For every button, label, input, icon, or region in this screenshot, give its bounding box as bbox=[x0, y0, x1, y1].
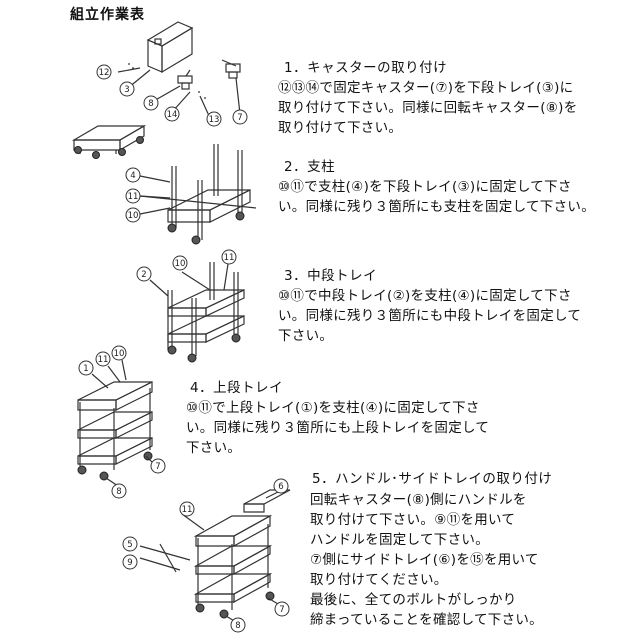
callout-7: 7 bbox=[279, 605, 284, 615]
callout-6: 6 bbox=[278, 482, 283, 492]
callout-8: 8 bbox=[116, 487, 121, 497]
callout-8: 8 bbox=[235, 621, 240, 631]
step-1-heading: 1．キャスターの取り付け bbox=[284, 60, 448, 76]
step-5-heading: 5．ハンドル･サイドトレイの取り付け bbox=[312, 471, 553, 487]
callout-10: 10 bbox=[175, 259, 186, 269]
step-3-heading: 3．中段トレイ bbox=[284, 268, 378, 284]
callout-9: 9 bbox=[127, 558, 132, 568]
callout-10: 10 bbox=[128, 211, 139, 221]
step-3-illustration: 2 10 11 bbox=[136, 249, 245, 363]
callout-8: 8 bbox=[148, 99, 153, 109]
callout-7: 7 bbox=[155, 462, 160, 472]
page-title: 組立作業表 bbox=[70, 7, 145, 23]
step-2-body: ⑩⑪で支柱(④)を下段トレイ(③)に固定して下さ い。同様に残り３箇所にも支柱を… bbox=[278, 179, 595, 215]
step-2-heading: 2．支柱 bbox=[284, 159, 336, 175]
step-4-body: ⑩⑪で上段トレイ(①)を支柱(④)に固定して下さ い。同様に残り３箇所にも上段ト… bbox=[186, 400, 490, 456]
callout-11: 11 bbox=[128, 192, 139, 202]
callout-7: 7 bbox=[237, 113, 242, 123]
step-5-body: 回転キャスター(⑧)側にハンドルを 取り付けて下さい。⑨⑪を用いて ハンドルを固… bbox=[310, 492, 543, 628]
step-4-illustration: 1 11 10 7 8 bbox=[77, 345, 166, 499]
step-3-body: ⑩⑪で中段トレイ(②)を支柱(④)に固定して下さ い。同様に残り３箇所にも中段ト… bbox=[278, 288, 582, 344]
step-5-illustration: 6 11 5 9 7 8 bbox=[122, 478, 291, 633]
callout-11: 11 bbox=[182, 505, 193, 515]
step-1-body: ⑫⑬⑭で固定キャスター(⑦)を下段トレイ(③)に 取り付けて下さい。同様に回転キ… bbox=[278, 80, 578, 136]
callout-11: 11 bbox=[98, 355, 109, 365]
callout-11: 11 bbox=[224, 253, 235, 263]
step-4-heading: 4．上段トレイ bbox=[190, 380, 284, 396]
callout-2: 2 bbox=[141, 270, 146, 280]
callout-3: 3 bbox=[124, 85, 129, 95]
step-2-illustration: 4 11 10 bbox=[125, 144, 257, 245]
callout-10: 10 bbox=[114, 349, 125, 359]
callout-13: 13 bbox=[209, 115, 220, 125]
callout-1: 1 bbox=[83, 364, 88, 374]
callout-14: 14 bbox=[167, 110, 178, 120]
callout-4: 4 bbox=[130, 171, 135, 181]
step-1-illustration: 12 3 8 14 13 7 bbox=[71, 21, 248, 159]
callout-12: 12 bbox=[99, 68, 110, 78]
callout-5: 5 bbox=[127, 540, 132, 550]
